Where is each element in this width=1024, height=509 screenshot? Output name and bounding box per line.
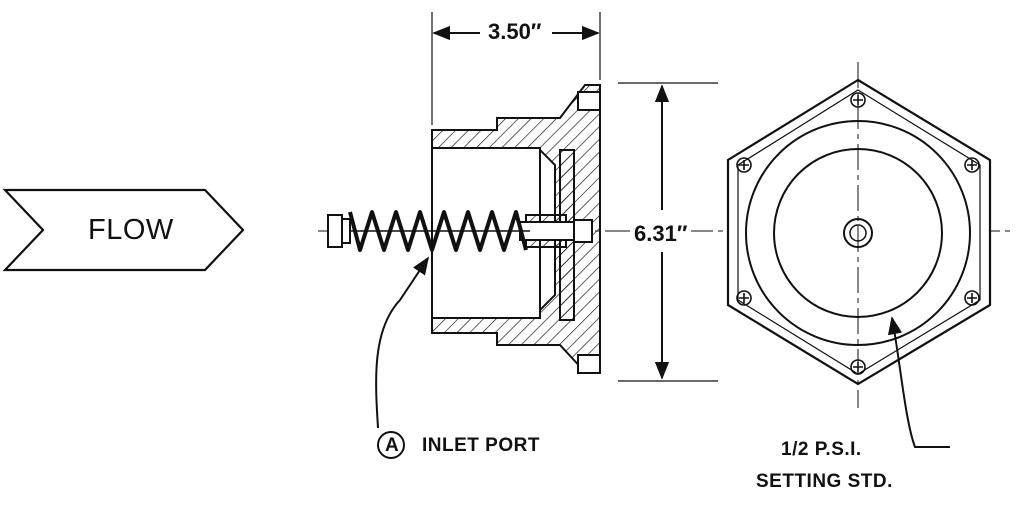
height-dimension-label: 6.31″ bbox=[630, 223, 692, 245]
side-section-view bbox=[327, 84, 601, 374]
flow-chevron-shape bbox=[2, 188, 245, 272]
width-dimension-label: 3.50″ bbox=[488, 19, 542, 44]
inlet-port-leader bbox=[375, 256, 429, 429]
inlet-port-label: INLET PORT bbox=[422, 435, 540, 456]
callout-a-letter: A bbox=[385, 435, 399, 456]
setting-std-leader bbox=[887, 316, 950, 448]
setting-label-line2: SETTING STD. bbox=[756, 471, 893, 492]
callout-a-circle bbox=[377, 431, 405, 459]
front-view bbox=[726, 62, 992, 408]
setting-label-line1: 1/2 P.S.I. bbox=[781, 439, 862, 460]
flow-label: FLOW bbox=[88, 214, 174, 246]
